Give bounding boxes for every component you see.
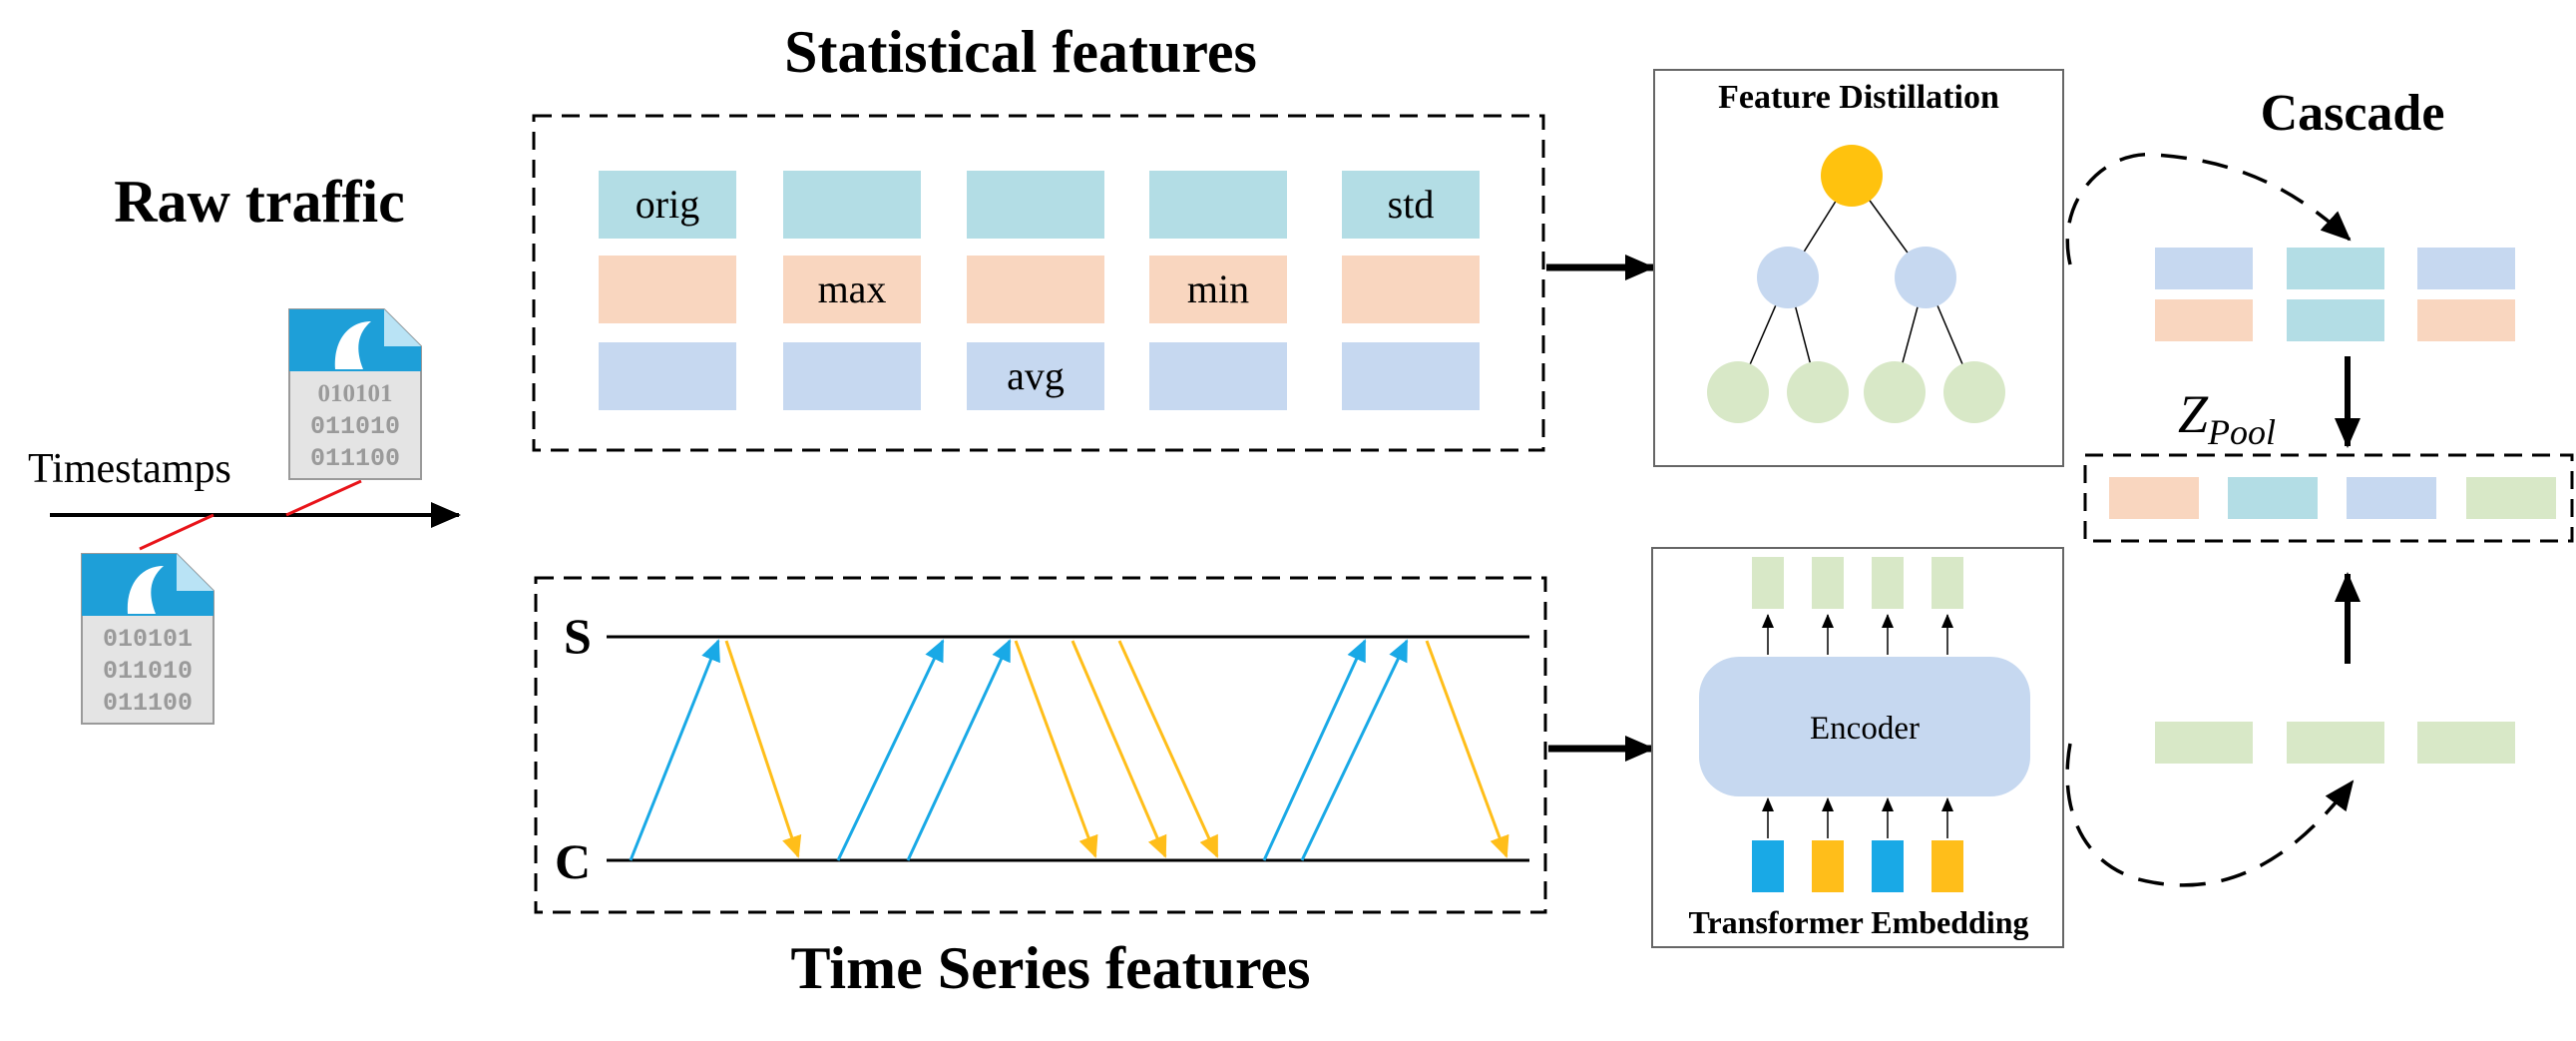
pooled-feature-vector xyxy=(2109,477,2556,519)
timestamp-connector xyxy=(139,513,215,551)
stat-feature-cell xyxy=(599,342,736,410)
statistical-features-box xyxy=(532,114,1545,452)
client-to-server-packet-arrow xyxy=(629,639,720,861)
file-binary-line: 011100 xyxy=(310,444,400,473)
stat-feature-cell xyxy=(1149,171,1287,239)
packet-file-icon: 010101 011010 011100 xyxy=(81,553,215,725)
cascade-curve-top xyxy=(2065,153,2352,265)
packet-sequence-arrows xyxy=(629,639,1509,861)
encoder-output-token xyxy=(1812,557,1844,609)
pool-symbol-main: Z xyxy=(2178,384,2209,444)
cascade-feature-group-bottom xyxy=(2155,722,2515,764)
cascade-title: Cascade xyxy=(2261,85,2445,142)
input-embedding-token xyxy=(1932,840,1963,892)
tree-internal-node xyxy=(1757,247,1819,308)
encoder-block xyxy=(1699,657,2030,796)
time-series-box xyxy=(534,576,1547,914)
stat-feature-label: avg xyxy=(1007,353,1065,398)
cascade-feature-block xyxy=(2155,299,2253,341)
stat-feature-cell xyxy=(783,171,921,239)
stat-feature-cell xyxy=(1342,342,1480,410)
raw-traffic-title: Raw traffic xyxy=(114,169,405,235)
server-to-client-packet-arrow xyxy=(1425,640,1509,858)
pooled-feature-block xyxy=(2466,477,2556,519)
server-label: S xyxy=(564,608,592,664)
cascade-feature-block xyxy=(2417,299,2515,341)
tree-internal-node xyxy=(1895,247,1956,308)
embedding-feature-block xyxy=(2287,722,2384,764)
file-binary-line: 011010 xyxy=(310,412,400,441)
encoder-output-token xyxy=(1932,557,1963,609)
file-binary-line: 010101 xyxy=(318,380,393,407)
stat-feature-cell xyxy=(967,256,1104,323)
statistical-features-title: Statistical features xyxy=(784,19,1257,85)
pool-symbol: ZPool xyxy=(2178,384,2276,452)
cascade-feature-group-top xyxy=(2155,248,2515,341)
stat-feature-cell xyxy=(967,171,1104,239)
stat-feature-cell xyxy=(1342,171,1480,239)
timeline: Timestamps xyxy=(28,446,461,551)
stat-feature-cell xyxy=(1342,256,1480,323)
tree-leaf-node xyxy=(1787,361,1849,423)
file-binary-line: 011100 xyxy=(103,689,193,718)
server-to-client-packet-arrow xyxy=(724,640,802,858)
cascade-feature-block xyxy=(2287,248,2384,289)
stat-feature-cell xyxy=(599,256,736,323)
embedding-feature-block xyxy=(2417,722,2515,764)
encoder-label: Encoder xyxy=(1810,711,1920,747)
transformer-io xyxy=(1752,557,1963,892)
stat-feature-label: min xyxy=(1187,266,1249,311)
stat-feature-label: orig xyxy=(636,182,699,227)
statistical-feature-grid: orig std max min avg xyxy=(599,171,1480,410)
server-to-client-packet-arrow xyxy=(1071,640,1167,858)
tree-leaf-node xyxy=(1707,361,1769,423)
cascade-feature-block xyxy=(2417,248,2515,289)
stat-feature-cell xyxy=(967,342,1104,410)
stat-feature-label: std xyxy=(1388,182,1435,227)
time-series-features-title: Time Series features xyxy=(791,935,1311,1001)
transformer-embedding-caption: Transformer Embedding xyxy=(1688,904,2028,940)
client-label: C xyxy=(555,833,591,889)
feature-distillation-title: Feature Distillation xyxy=(1718,79,1999,116)
server-to-client-packet-arrow xyxy=(1014,640,1098,858)
pooled-feature-block xyxy=(2347,477,2436,519)
packet-file-icon: 010101 011010 011100 xyxy=(288,308,422,480)
cascade-curve-bottom xyxy=(2065,743,2355,887)
input-embedding-token xyxy=(1872,840,1904,892)
server-to-client-packet-arrow xyxy=(1117,640,1219,858)
input-embedding-token xyxy=(1812,840,1844,892)
input-embedding-token xyxy=(1752,840,1784,892)
cascade-feature-block xyxy=(2287,299,2384,341)
client-to-server-packet-arrow xyxy=(1262,639,1367,861)
pooled-feature-block xyxy=(2228,477,2318,519)
tree-leaf-node xyxy=(1864,361,1926,423)
pooled-feature-block xyxy=(2109,477,2199,519)
cascade-feature-block xyxy=(2155,248,2253,289)
stat-feature-cell xyxy=(599,171,736,239)
stat-feature-label: max xyxy=(818,266,887,311)
stat-feature-cell xyxy=(783,256,921,323)
embedding-feature-block xyxy=(2155,722,2253,764)
tree-root-node xyxy=(1821,145,1883,207)
encoder-output-token xyxy=(1752,557,1784,609)
tree-leaf-node xyxy=(1943,361,2005,423)
stat-feature-cell xyxy=(783,342,921,410)
file-binary-line: 011010 xyxy=(103,657,193,686)
client-to-server-packet-arrow xyxy=(906,639,1012,861)
timestamp-connector xyxy=(285,479,362,517)
client-to-server-packet-arrow xyxy=(1300,639,1409,861)
stat-feature-cell xyxy=(1149,342,1287,410)
pooled-output-box xyxy=(2083,453,2574,543)
pool-subscript: Pool xyxy=(2207,412,2276,452)
file-binary-line: 010101 xyxy=(103,625,193,654)
timestamps-label: Timestamps xyxy=(28,446,231,492)
client-to-server-packet-arrow xyxy=(836,639,945,861)
stat-feature-cell xyxy=(1149,256,1287,323)
encoder-output-token xyxy=(1872,557,1904,609)
